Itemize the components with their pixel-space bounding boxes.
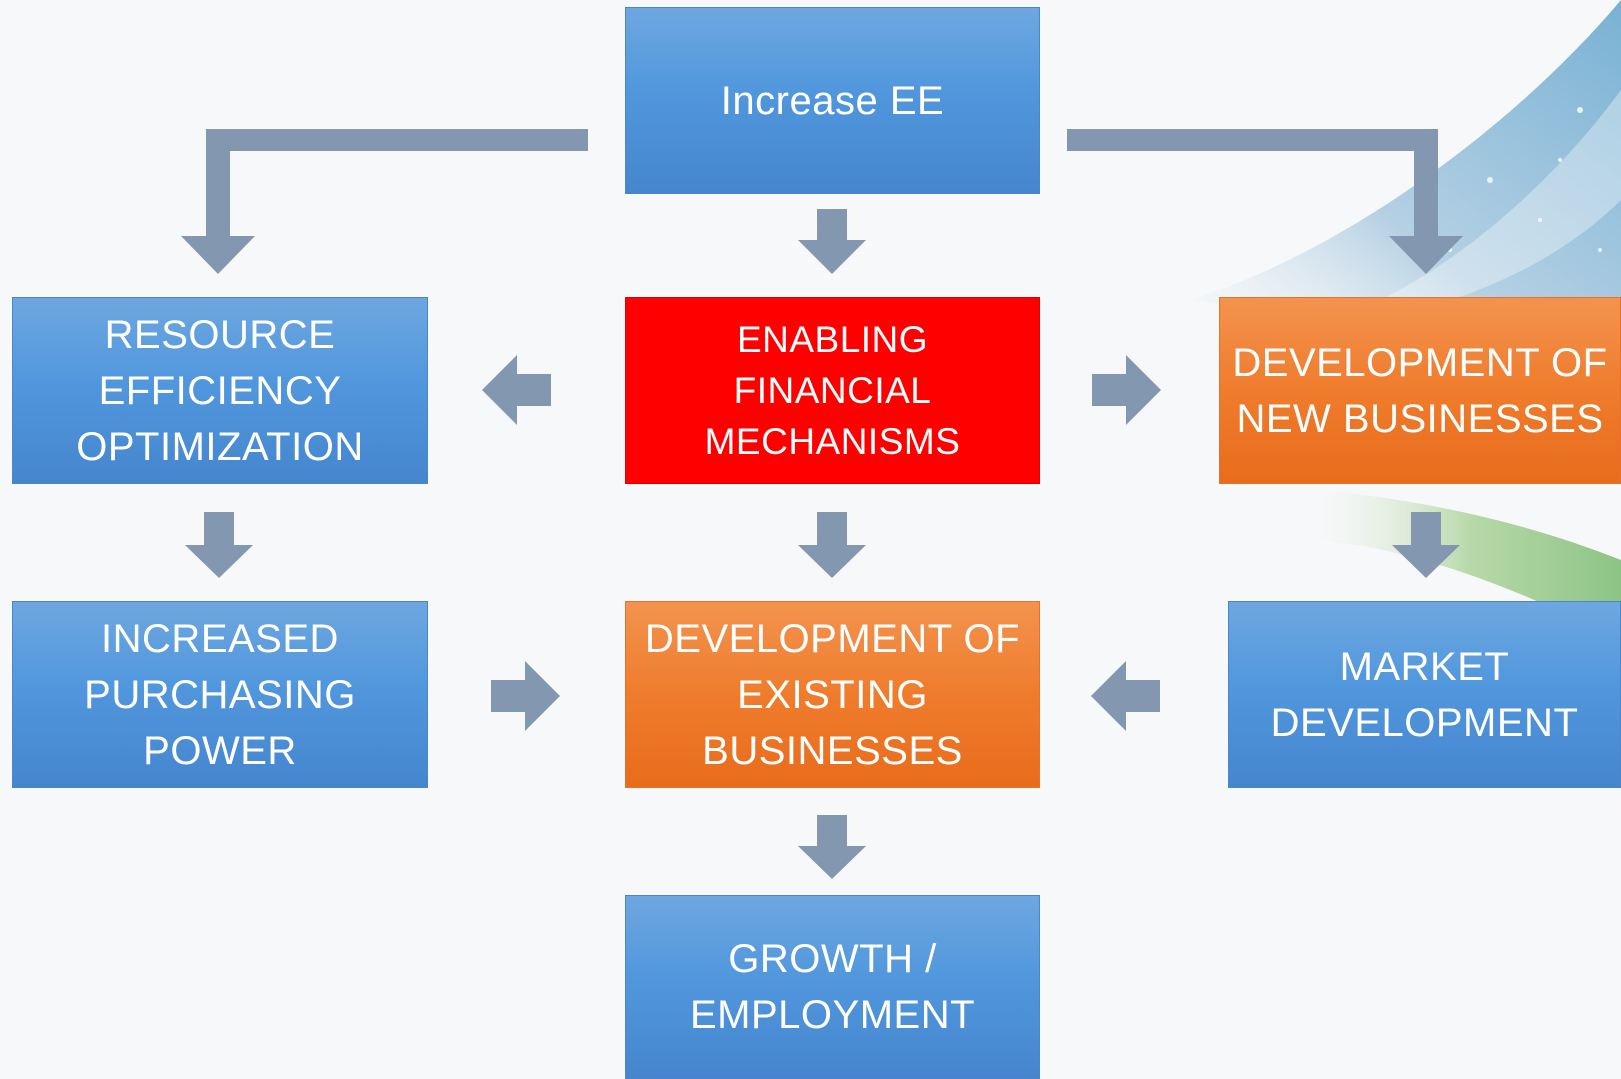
node-development-of-new-businesses: DEVELOPMENT OF NEW BUSINESSES	[1219, 297, 1621, 484]
node-label-line: RESOURCE	[104, 312, 336, 357]
node-label-line: PURCHASING	[84, 672, 356, 717]
node-label-line: NEW BUSINESSES	[1236, 396, 1604, 441]
arrow-enabling-to-resource	[482, 355, 551, 425]
node-label-line: POWER	[143, 728, 297, 773]
node-label-line: MECHANISMS	[704, 421, 961, 462]
arrow-increase-ee-to-enabling	[798, 209, 866, 274]
node-label-group: ENABLING FINANCIAL MECHANISMS	[705, 314, 961, 467]
node-label-line: EFFICIENCY	[98, 368, 342, 413]
arrow-enabling-to-new-businesses	[1092, 355, 1161, 425]
node-label-group: DEVELOPMENT OF NEW BUSINESSES	[1232, 335, 1607, 447]
arrow-existing-to-growth	[798, 815, 866, 879]
node-label-group: RESOURCE EFFICIENCY OPTIMIZATION	[76, 307, 363, 475]
node-label-line: ENABLING	[736, 319, 929, 360]
node-resource-efficiency-optimization: RESOURCE EFFICIENCY OPTIMIZATION	[12, 297, 428, 484]
node-label-line: DEVELOPMENT OF	[1232, 340, 1608, 385]
node-increase-ee: Increase EE	[625, 7, 1040, 194]
node-label-line: EMPLOYMENT	[689, 993, 976, 1037]
node-enabling-financial-mechanisms: ENABLING FINANCIAL MECHANISMS	[625, 297, 1040, 484]
arrow-resource-to-increased	[185, 512, 253, 578]
arrow-increase-ee-to-new-businesses	[1067, 129, 1463, 274]
node-label-line: DEVELOPMENT	[1270, 700, 1579, 745]
node-label-group: INCREASED PURCHASING POWER	[84, 611, 356, 779]
node-market-development: MARKET DEVELOPMENT	[1228, 601, 1621, 788]
arrow-market-to-existing	[1091, 661, 1160, 731]
node-label-line: OPTIMIZATION	[76, 424, 364, 469]
node-label-line: MARKET	[1339, 644, 1510, 689]
node-label-line: GROWTH /	[728, 937, 937, 981]
node-label: Increase EE	[720, 78, 945, 123]
arrow-enabling-to-existing	[798, 512, 866, 578]
node-growth-employment: GROWTH / EMPLOYMENT	[625, 895, 1040, 1079]
node-increased-purchasing-power: INCREASED PURCHASING POWER	[12, 601, 428, 788]
node-label-group: DEVELOPMENT OF EXISTING BUSINESSES	[645, 611, 1020, 779]
arrow-increase-ee-to-resource	[181, 129, 588, 274]
node-label-group: MARKET DEVELOPMENT	[1271, 639, 1579, 751]
arrow-increased-to-existing	[491, 661, 560, 731]
node-label-line: INCREASED	[101, 616, 339, 661]
node-label-line: FINANCIAL	[733, 370, 932, 411]
node-label-line: DEVELOPMENT OF	[644, 616, 1021, 661]
node-label-line: EXISTING	[737, 672, 928, 717]
node-development-of-existing-businesses: DEVELOPMENT OF EXISTING BUSINESSES	[625, 601, 1040, 788]
node-label-group: GROWTH / EMPLOYMENT	[690, 931, 975, 1043]
node-label-line: BUSINESSES	[702, 728, 963, 773]
arrow-new-businesses-to-market	[1392, 512, 1460, 578]
